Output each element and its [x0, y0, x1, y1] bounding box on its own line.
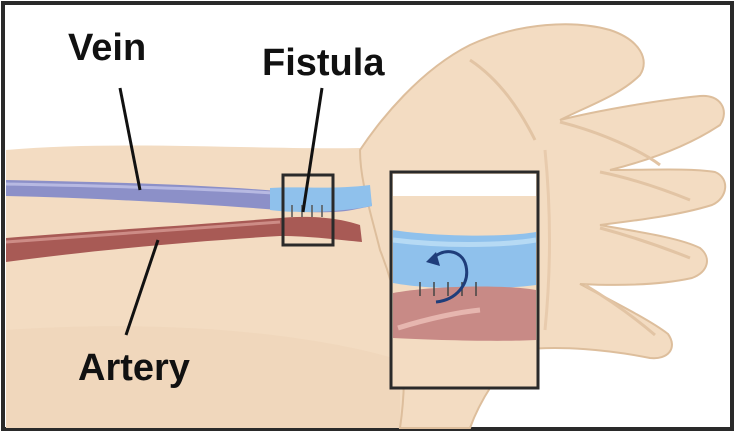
artery-label: Artery	[78, 347, 190, 389]
fistula-label: Fistula	[262, 42, 385, 84]
vein-label: Vein	[68, 27, 146, 69]
vein-fistula-segment	[270, 185, 372, 212]
inset-magnified-view	[391, 172, 538, 388]
